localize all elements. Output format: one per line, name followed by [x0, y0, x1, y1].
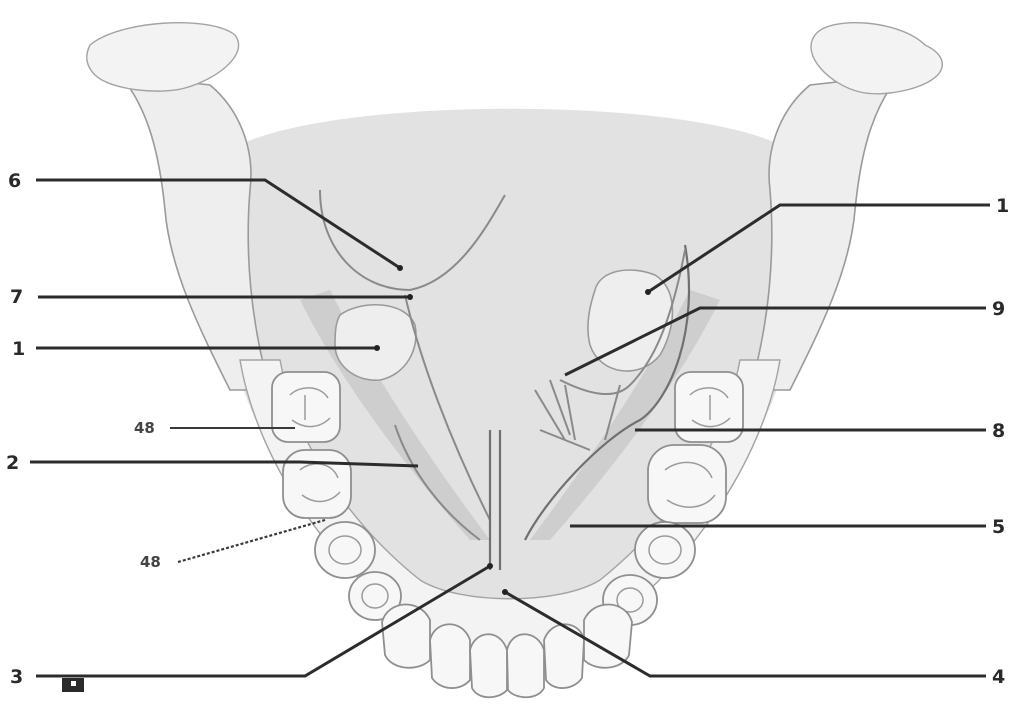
label-2: 2	[6, 452, 19, 474]
leader-dot-6	[397, 265, 403, 271]
mandible-illustration	[62, 23, 942, 698]
label-8: 8	[992, 420, 1005, 442]
corner-mark-notch	[71, 681, 76, 686]
label-1-left: 1	[12, 338, 25, 360]
label-7: 7	[10, 286, 23, 308]
leader-dot-1-right	[645, 289, 651, 295]
label-48-upper: 48	[134, 419, 155, 437]
leader-2	[30, 462, 418, 466]
leader-dot-7	[407, 294, 413, 300]
leader-48-lower	[178, 520, 325, 562]
label-3: 3	[10, 666, 23, 688]
right-ramus	[750, 75, 900, 390]
label-9: 9	[992, 298, 1005, 320]
left-ramus	[120, 75, 270, 390]
label-48-lower: 48	[140, 553, 161, 571]
leader-dot-1-left	[374, 345, 380, 351]
label-5: 5	[992, 516, 1005, 538]
label-1-right: 1	[996, 195, 1009, 217]
leader-dot-4	[502, 589, 508, 595]
label-4: 4	[992, 666, 1005, 688]
leader-dot-3	[487, 563, 493, 569]
left-condyle	[87, 23, 239, 91]
label-6: 6	[8, 170, 21, 192]
oral-floor-region	[211, 109, 811, 615]
